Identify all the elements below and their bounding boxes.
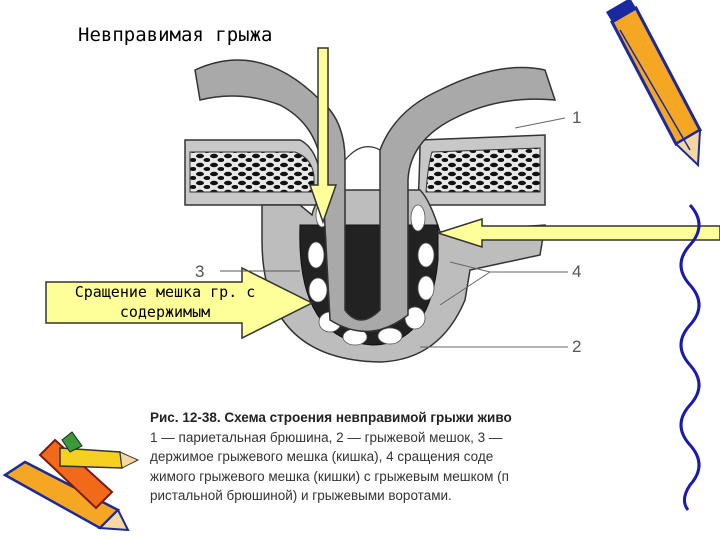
label-2: 2 — [572, 337, 581, 357]
label-4: 4 — [572, 262, 581, 282]
muscle-layer-right — [426, 148, 540, 192]
caption-line: 1 — париетальная брюшина, 2 — грыжевой м… — [150, 428, 600, 448]
arrow-label-line2: содержимым — [42, 302, 288, 322]
caption-line: ристальной брюшиной) и грыжевыми воротам… — [150, 486, 600, 506]
muscle-layer-left — [190, 152, 314, 192]
figure-caption: Рис. 12-38. Схема строения невправимой г… — [150, 408, 600, 506]
label-3: 3 — [195, 262, 204, 282]
pencils-bottom-icon — [5, 432, 138, 530]
squiggle-line-icon — [681, 205, 699, 510]
adhesion-arrow-label: Сращение мешка гр. с содержимым — [42, 282, 288, 322]
intestine-crease — [345, 147, 380, 160]
caption-line: жимого грыжевого мешка (кишки) с грыжевы… — [150, 467, 600, 487]
pencil-top-icon — [606, 0, 700, 165]
arrow-label-line1: Сращение мешка гр. с — [42, 282, 288, 302]
label-1: 1 — [572, 108, 581, 128]
caption-line: Рис. 12-38. Схема строения невправимой г… — [150, 408, 600, 428]
caption-line: держимое грыжевого мешка (кишка), 4 сращ… — [150, 447, 600, 467]
slide-title: Невправимая грыжа — [78, 24, 272, 46]
right-arrow — [438, 219, 720, 247]
